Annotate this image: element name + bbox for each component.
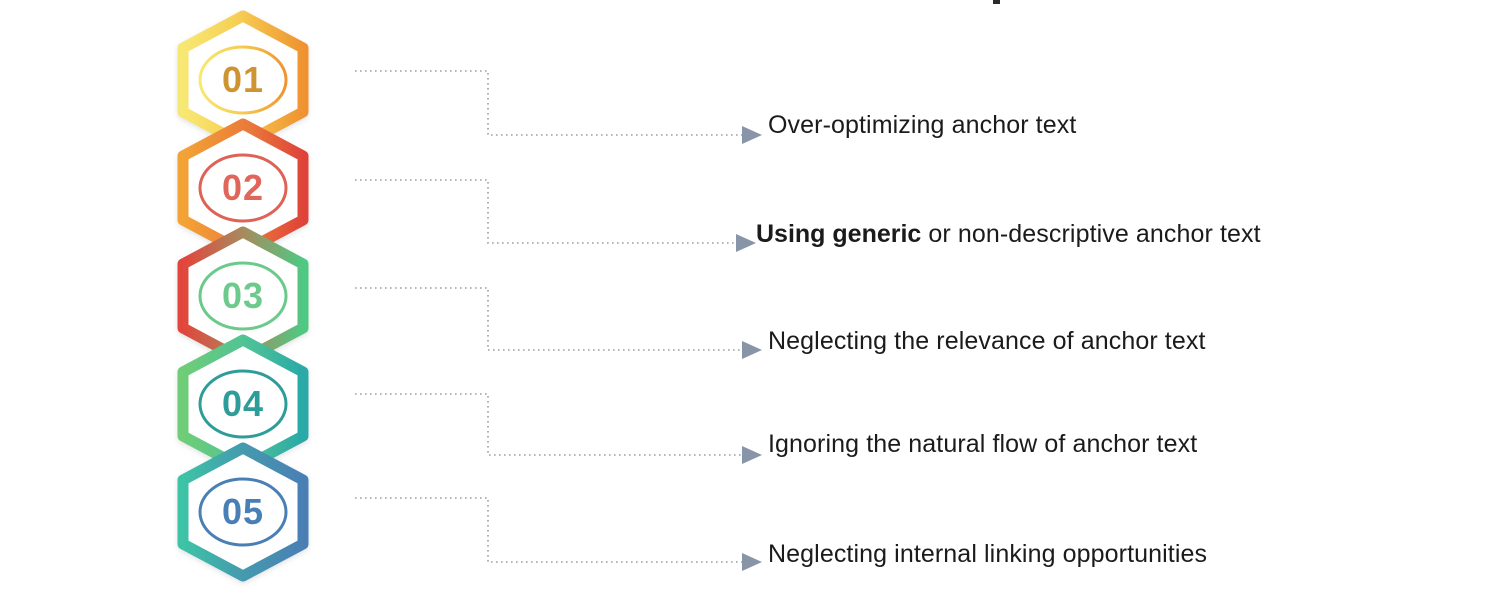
step-label-3: Neglecting the relevance of anchor text [768, 327, 1206, 355]
hexagon-number-4: 04 [222, 383, 264, 424]
step-label-4: Ignoring the natural flow of anchor text [768, 430, 1198, 458]
step-label-2-rest: or non-descriptive anchor text [921, 220, 1261, 248]
hexagon-number-1: 01 [222, 59, 264, 100]
step-label-row-1[interactable]: Over-optimizing anchor text [768, 111, 1077, 140]
hexagon-step-5[interactable]: 05 [177, 442, 309, 582]
hexagon-number-5: 05 [222, 491, 264, 532]
step-label-5: Neglecting internal linking opportunitie… [768, 540, 1208, 568]
step-label-2: Using generic or non-descriptive anchor … [756, 220, 1261, 249]
step-label-row-2[interactable]: Using generic or non-descriptive anchor … [756, 220, 1261, 249]
hexagon-chain: 01 02 03 04 [177, 10, 309, 582]
connector-1 [355, 70, 742, 136]
connector-3 [355, 287, 742, 351]
step-label-1: Over-optimizing anchor text [768, 111, 1077, 139]
step-label-row-4[interactable]: Ignoring the natural flow of anchor text [768, 430, 1198, 459]
arrow-icon-4 [742, 446, 762, 464]
hexagon-step-1[interactable]: 01 [177, 10, 309, 150]
arrow-icon-2 [736, 234, 756, 252]
hexagon-number-2: 02 [222, 167, 264, 208]
arrow-icon-1 [742, 126, 762, 144]
arrow-icon-3 [742, 341, 762, 359]
hexagon-number-3: 03 [222, 275, 264, 316]
clipped-title-remnant [993, 0, 1000, 4]
connector-2 [355, 179, 736, 244]
step-label-row-5[interactable]: Neglecting internal linking opportunitie… [768, 540, 1208, 569]
step-label-2-lead: Using generic [756, 220, 922, 248]
arrow-icon-5 [742, 553, 762, 571]
step-label-row-3[interactable]: Neglecting the relevance of anchor text [768, 327, 1206, 356]
connector-4 [355, 393, 742, 456]
connector-5 [355, 497, 742, 563]
